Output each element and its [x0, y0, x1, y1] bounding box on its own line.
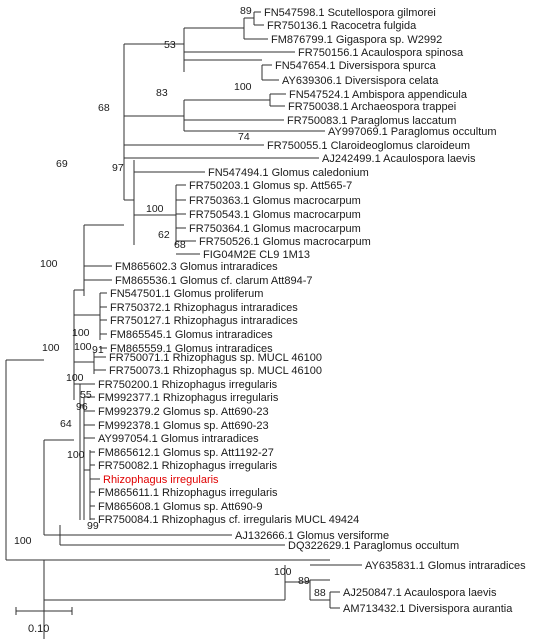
taxon-label: FR750543.1 Glomus macrocarpum — [189, 209, 361, 221]
taxon-label: FM876799.1 Gigaspora sp. W2992 — [271, 34, 442, 46]
taxon-label: FN547598.1 Scutellospora gilmorei — [264, 7, 436, 19]
support-value: 97 — [112, 162, 124, 174]
support-value: 89 — [298, 575, 310, 587]
taxon-label: FR750127.1 Rhizophagus intraradices — [110, 315, 298, 327]
taxon-label: FM865611.1 Rhizophagus irregularis — [98, 487, 278, 499]
taxon-label: FR750363.1 Glomus macrocarpum — [189, 195, 361, 207]
taxon-label: FM865612.1 Glomus sp. Att1192-27 — [98, 447, 274, 459]
taxon-label: FR750372.1 Rhizophagus intraradices — [110, 302, 298, 314]
taxon-label: FR750082.1 Rhizophagus irregularis — [98, 460, 278, 472]
taxon-label: FR750526.1 Glomus macrocarpum — [199, 236, 371, 248]
taxon-label: FM992379.2 Glomus sp. Att690-23 — [98, 406, 269, 418]
taxon-label: FR750200.1 Rhizophagus irregularis — [98, 379, 278, 391]
taxon-label: AJ250847.1 Acaulospora laevis — [343, 587, 497, 599]
support-value: 88 — [314, 587, 326, 599]
support-value: 100 — [74, 341, 92, 353]
taxon-label: FM992378.1 Glomus sp. Att690-23 — [98, 420, 269, 432]
support-value: 100 — [234, 81, 252, 93]
taxon-label: AY635831.1 Glomus intraradices — [365, 560, 526, 572]
taxon-label: FR750083.1 Paraglomus laccatum — [287, 115, 456, 127]
support-value: 100 — [146, 203, 164, 215]
taxon-label: FR750038.1 Archaeospora trappei — [288, 101, 456, 113]
taxon-label: FR750073.1 Rhizophagus sp. MUCL 46100 — [109, 365, 322, 377]
taxon-label: FN547501.1 Glomus proliferum — [110, 288, 263, 300]
support-value: 64 — [60, 418, 72, 430]
taxon-label: FR750156.1 Acaulospora spinosa — [298, 47, 464, 59]
taxon-label: FM865545.1 Glomus intraradices — [110, 329, 273, 341]
support-value: 100 — [42, 342, 60, 354]
support-value: 68 — [174, 239, 186, 251]
taxon-label: AJ242499.1 Acaulospora laevis — [322, 153, 476, 165]
taxon-label: AM713432.1 Diversispora aurantia — [343, 603, 513, 615]
support-value: 69 — [56, 158, 68, 170]
taxon-label: FM992377.1 Rhizophagus irregularis — [98, 392, 279, 404]
support-value: 62 — [158, 229, 170, 241]
support-value: 99 — [87, 520, 99, 532]
taxon-label: FN547654.1 Diversispora spurca — [275, 60, 437, 72]
taxon-label: FR750136.1 Racocetra fulgida — [267, 20, 417, 32]
taxon-label: FR750071.1 Rhizophagus sp. MUCL 46100 — [109, 352, 322, 364]
support-value: 100 — [274, 566, 292, 578]
taxon-label: FR750364.1 Glomus macrocarpum — [189, 223, 361, 235]
taxon-label: AY639306.1 Diversispora celata — [282, 75, 439, 87]
taxon-label: AY997054.1 Glomus intraradices — [98, 433, 259, 445]
taxon-label: FM865608.1 Glomus sp. Att690-9 — [98, 501, 262, 513]
taxon-label: AY997069.1 Paraglomus occultum — [328, 126, 497, 138]
support-value: 83 — [156, 87, 168, 99]
taxon-label: FR750055.1 Claroideoglomus claroideum — [267, 140, 470, 152]
taxon-label: FIG04M2E CL9 1M13 — [203, 249, 310, 261]
taxon-label: DQ322629.1 Paraglomus occultum — [288, 540, 459, 552]
taxon-label: FR750084.1 Rhizophagus cf. irregularis M… — [98, 514, 359, 526]
support-value: 100 — [67, 449, 85, 461]
support-values: 89 53 100 83 68 74 69 97 100 62 68 100 1… — [14, 5, 326, 599]
support-value: 68 — [98, 102, 110, 114]
taxon-labels: FN547598.1 Scutellospora gilmorei FR7501… — [98, 7, 526, 615]
support-value: 96 — [76, 401, 88, 413]
taxon-label: FM865602.3 Glomus intraradices — [115, 261, 278, 273]
scale-bar-label: 0.10 — [28, 623, 49, 635]
highlighted-taxon-label: Rhizophagus irregularis — [103, 474, 219, 486]
support-value: 91 — [92, 344, 104, 356]
taxon-label: FM865536.1 Glomus cf. clarum Att894-7 — [115, 275, 312, 287]
support-value: 89 — [240, 5, 252, 17]
taxon-label: AJ132666.1 Glomus versiforme — [235, 530, 389, 542]
support-value: 100 — [66, 372, 84, 384]
support-value: 100 — [40, 258, 58, 270]
taxon-label: FR750203.1 Glomus sp. Att565-7 — [189, 180, 352, 192]
support-value: 53 — [164, 39, 176, 51]
support-value: 74 — [238, 131, 250, 143]
tree-branches — [5, 11, 362, 639]
taxon-label: FN547524.1 Ambispora appendicula — [289, 89, 468, 101]
taxon-label: FM865559.1 Glomus intraradices — [110, 343, 273, 355]
support-value: 100 — [14, 535, 32, 547]
support-value: 55 — [80, 389, 92, 401]
taxon-label: FN547494.1 Glomus caledonium — [208, 167, 369, 179]
support-value: 100 — [72, 327, 90, 339]
